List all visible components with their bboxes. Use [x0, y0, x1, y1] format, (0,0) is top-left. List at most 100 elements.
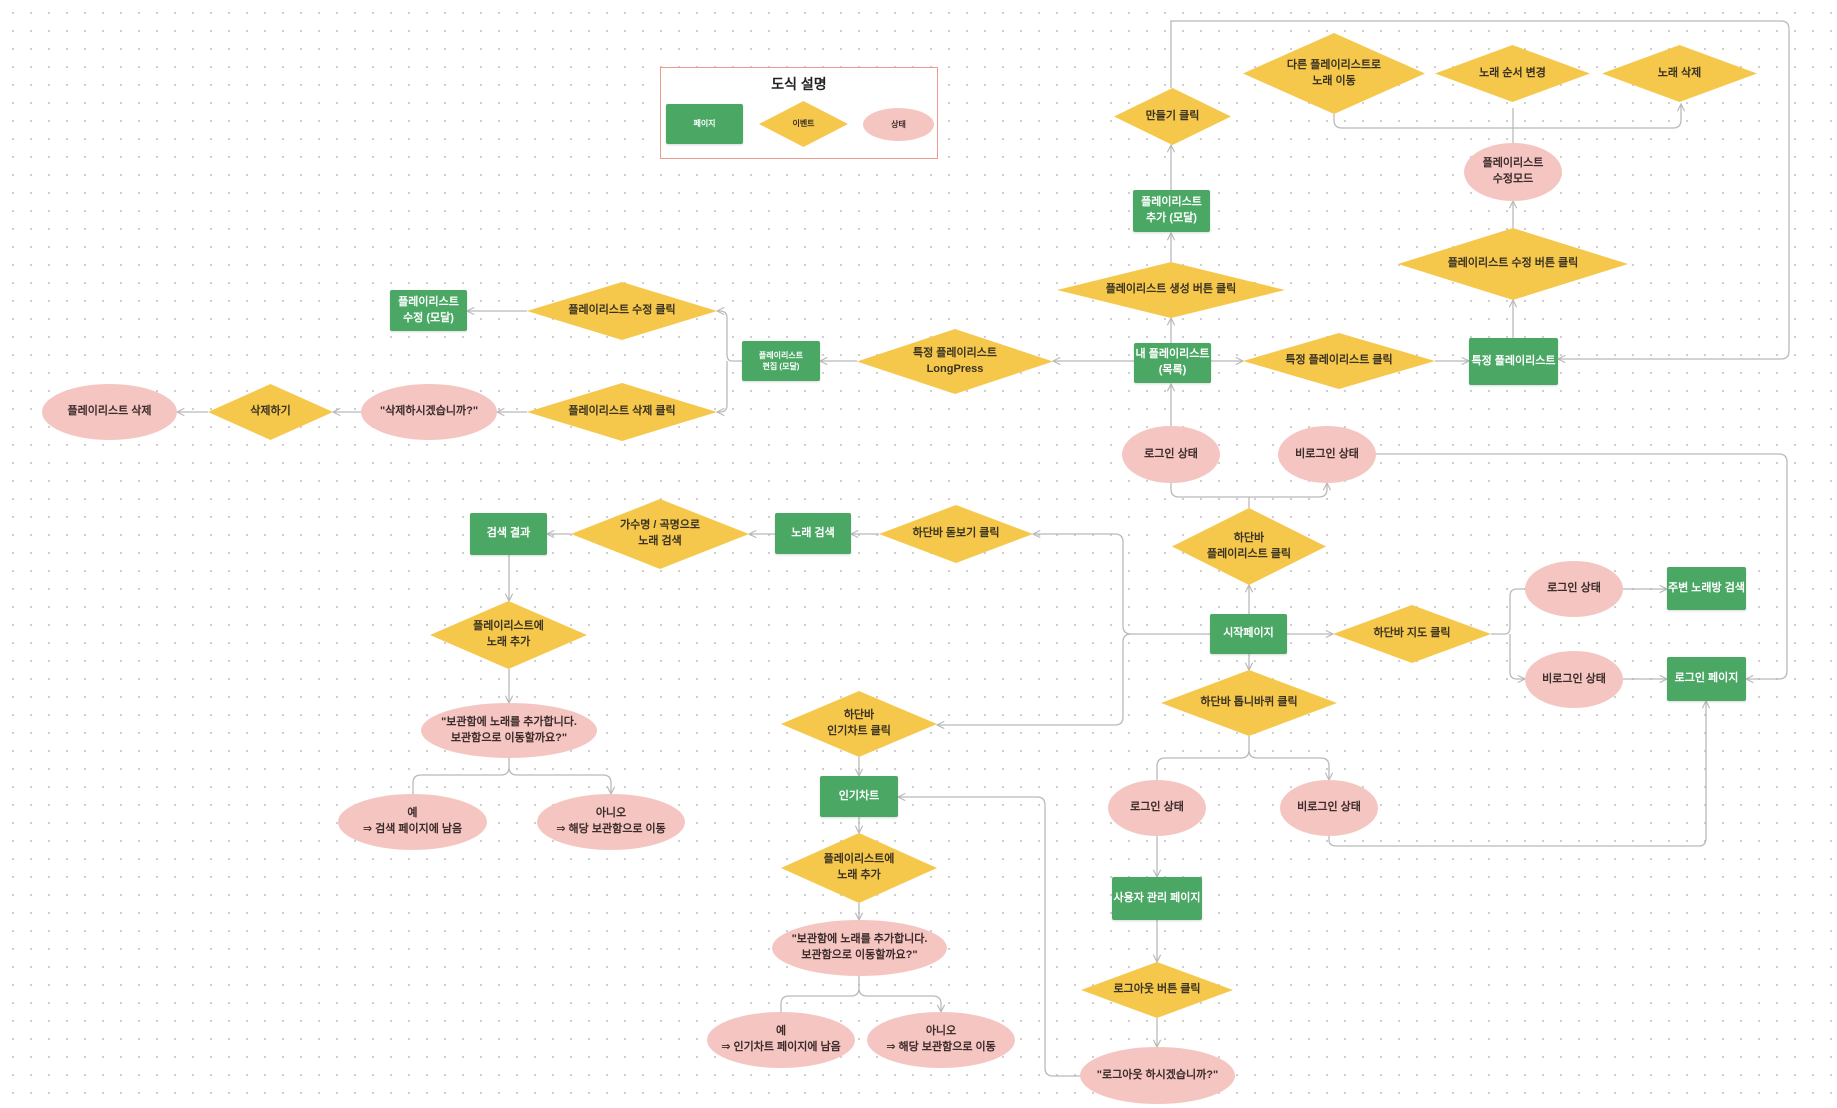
node-label: 아니오 ⇒ 해당 보관함으로 이동 — [556, 807, 666, 835]
login-state-top-node: 로그인 상태 — [1122, 426, 1220, 483]
make-click-node: 만들기 클릭 — [1114, 88, 1231, 145]
legend-state-label: 상태 — [891, 119, 906, 129]
state-ellipse — [863, 108, 934, 141]
node-label: 하단바 플레이리스트 클릭 — [1206, 531, 1291, 560]
node-label: 예 ⇒ 검색 페이지에 남음 — [362, 807, 463, 835]
node-label: 노래 순서 변경 — [1479, 66, 1546, 79]
edge-tabsettings-to-states — [1156, 736, 1329, 780]
state-ellipse — [1525, 561, 1623, 617]
event-diamond — [571, 499, 749, 569]
playlist-edit-modal-node: 플레이리스트 수정 (모달) — [390, 290, 467, 331]
edge-confirm2-to-choices — [780, 976, 941, 1012]
page-box — [666, 104, 743, 144]
node-label: 사용자 관리 페이지 — [1113, 891, 1201, 904]
page-box — [1469, 338, 1558, 385]
event-diamond — [879, 505, 1033, 563]
playlist-manage-modal-node: 플레이리스트 편집 (모달) — [742, 341, 820, 381]
node-label: 플레이리스트 생성 버튼 클릭 — [1105, 283, 1237, 296]
page-box — [742, 341, 820, 381]
page-box — [1210, 614, 1287, 654]
start-page-node: 시작페이지 — [1210, 614, 1287, 654]
event-diamond — [781, 691, 937, 757]
state-ellipse — [42, 384, 177, 440]
logout-confirm-node: "로그아웃 하시겠습니까?" — [1080, 1047, 1235, 1104]
legend-title: 도식 설명 — [771, 76, 827, 92]
edge-managemodal-to-editclick — [717, 311, 742, 362]
reorder-node: 노래 순서 변경 — [1435, 45, 1590, 102]
user-admin-node: 사용자 관리 페이지 — [1112, 877, 1202, 920]
node-label: 플레이리스트 수정모드 — [1482, 157, 1544, 185]
edge-managemodal-to-deleteclick — [717, 361, 728, 412]
legend-page-swatch: 페이지 — [666, 104, 743, 144]
edge-editmode-to-ops — [1333, 104, 1681, 143]
yes-2-node: 예 ⇒ 인기차트 페이지에 남음 — [707, 1012, 855, 1068]
edge-start-to-tabchart — [937, 633, 1132, 725]
node-label: 내 플레이리스트 (목록) — [1135, 348, 1210, 376]
state-ellipse — [1464, 143, 1562, 201]
yes-1-node: 예 ⇒ 검색 페이지에 남음 — [338, 794, 487, 850]
state-ellipse — [537, 794, 685, 850]
login-state-settings-node: 로그인 상태 — [1108, 780, 1206, 836]
playlist-delete-click-node: 플레이리스트 삭제 클릭 — [527, 383, 717, 441]
page-box — [1667, 567, 1746, 610]
node-label: 특정 플레이리스트 클릭 — [1285, 354, 1393, 367]
state-ellipse — [1122, 426, 1220, 483]
logout-state-settings-node: 비로그인 상태 — [1280, 780, 1378, 836]
edge-tabmap-to-states — [1491, 588, 1525, 679]
node-label: 만들기 클릭 — [1145, 109, 1200, 122]
state-ellipse — [1278, 426, 1376, 483]
event-diamond — [208, 384, 333, 440]
node-label: "보관함에 노래를 추가합니다. 보관함으로 이동할까요?" — [791, 933, 928, 961]
specific-playlist-node: 특정 플레이리스트 — [1469, 338, 1558, 385]
move-other-node: 다른 플레이리스트로 노래 이동 — [1243, 33, 1425, 114]
event-diamond — [759, 101, 848, 147]
node-label: 플레이리스트 편집 (모달) — [758, 350, 804, 371]
page-box — [390, 290, 467, 331]
edge-logoutconfirm-to-chart — [898, 797, 1080, 1077]
event-diamond — [430, 601, 587, 669]
state-ellipse — [421, 703, 597, 758]
node-label: 하단바 돋보기 클릭 — [912, 527, 1000, 540]
tab-playlist-node: 하단바 플레이리스트 클릭 — [1172, 508, 1326, 585]
state-ellipse — [772, 920, 947, 976]
edge-start-to-tabsearch — [1033, 534, 1210, 635]
delete-action-node: 삭제하기 — [208, 384, 333, 440]
edge-tabplaylist-to-states — [1170, 483, 1327, 508]
node-label: "보관함에 노래를 추가합니다. 보관함으로 이동할까요?" — [441, 715, 577, 744]
logout-state-top-node: 비로그인 상태 — [1278, 426, 1376, 483]
longpress-node: 특정 플레이리스트 LongPress — [857, 329, 1053, 394]
no-1-node: 아니오 ⇒ 해당 보관함으로 이동 — [537, 794, 685, 850]
node-label: 플레이리스트 추가 (모달) — [1141, 196, 1202, 224]
node-label: 로그인 페이지 — [1674, 672, 1739, 685]
node-label: 하단바 톱니바퀴 클릭 — [1200, 696, 1298, 709]
node-label: 플레이리스트 삭제 클릭 — [568, 405, 676, 418]
node-label: 로그아웃 버튼 클릭 — [1113, 983, 1201, 996]
create-click-node: 플레이리스트 생성 버튼 클릭 — [1057, 262, 1285, 318]
my-playlists-node: 내 플레이리스트 (목록) — [1134, 343, 1211, 383]
node-label: 비로그인 상태 — [1297, 801, 1361, 814]
login-page-node: 로그인 페이지 — [1667, 657, 1746, 701]
confirm-add-2-node: "보관함에 노래를 추가합니다. 보관함으로 이동할까요?" — [772, 920, 947, 976]
node-label: 로그인 상태 — [1144, 447, 1198, 460]
node-label: 시작페이지 — [1223, 627, 1274, 640]
event-diamond — [1333, 605, 1491, 663]
legend-event-label: 이벤트 — [792, 119, 815, 129]
logout-state-map-node: 비로그인 상태 — [1525, 651, 1623, 708]
edge-make-to-loop — [1170, 20, 1790, 359]
login-state-map-node: 로그인 상태 — [1525, 561, 1623, 617]
node-label: 인기차트 — [838, 789, 880, 802]
add-to-playlist-1-node: 플레이리스트에 노래 추가 — [430, 601, 587, 669]
node-label: 노래 검색 — [791, 526, 835, 539]
edit-button-click-node: 플레이리스트 수정 버튼 클릭 — [1398, 228, 1628, 300]
node-label: 플레이리스트 수정 버튼 클릭 — [1447, 257, 1579, 270]
event-diamond — [1435, 45, 1590, 102]
event-diamond — [527, 383, 717, 441]
page-box — [1133, 190, 1210, 232]
add-to-playlist-2-node: 플레이리스트에 노래 추가 — [781, 833, 937, 903]
page-box — [820, 776, 898, 817]
playlist-delete-done-node: 플레이리스트 삭제 — [42, 384, 177, 440]
nearby-search-node: 주변 노래방 검색 — [1667, 567, 1746, 610]
delete-confirm-node: "삭제하시겠습니까?" — [361, 384, 497, 440]
event-diamond — [1602, 45, 1757, 102]
